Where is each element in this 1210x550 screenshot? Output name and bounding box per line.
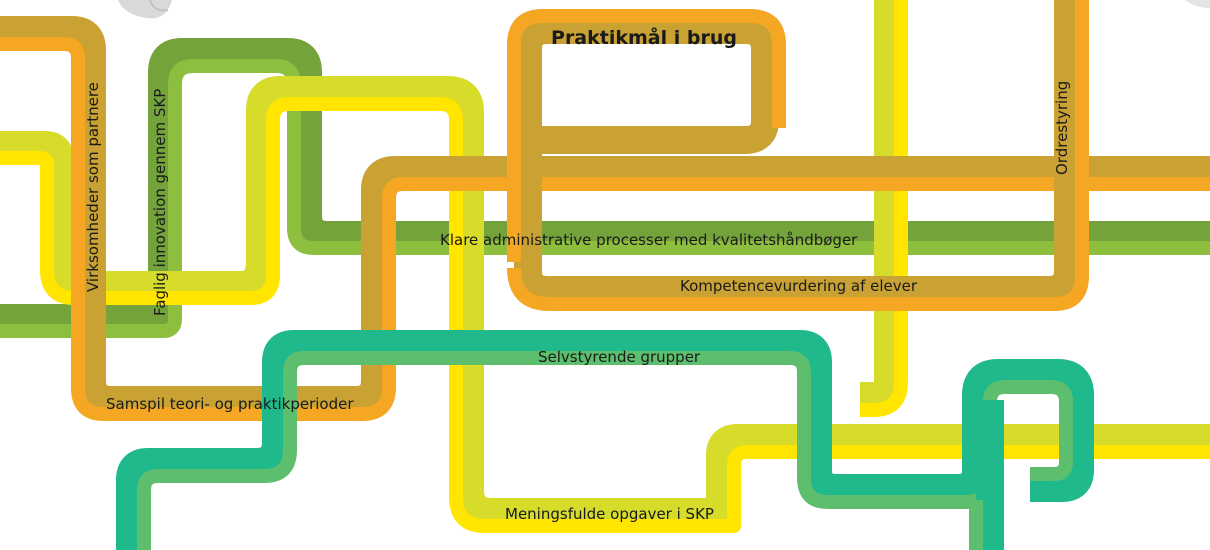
- klare-line: [0, 38, 1210, 338]
- ordrestyring-label: Ordrestyring: [1053, 81, 1071, 175]
- samspil-line: [0, 16, 1210, 421]
- meningsfulde-label: Meningsfulde opgaver i SKP: [505, 505, 714, 523]
- faglig-line: [0, 76, 1210, 533]
- praktikmaal-line: [507, 0, 1089, 311]
- faglig-label: Faglig innovation gennem SKP: [151, 89, 169, 316]
- klare-label: Klare administrative processer med kvali…: [440, 231, 858, 249]
- selvstyrende-label: Selvstyrende grupper: [538, 348, 701, 366]
- samspil-label: Samspil teori- og praktikperioder: [106, 395, 354, 413]
- kompetence-label: Kompetencevurdering af elever: [680, 277, 918, 295]
- corner-figure-icon: [1185, 0, 1210, 8]
- yellow-vertical-line: [860, 0, 908, 417]
- title-label: Praktikmål i brug: [551, 25, 737, 49]
- head-figure-icon: [118, 0, 172, 19]
- virksomheder-label: Virksomheder som partnere: [84, 82, 102, 292]
- selvstyrende-line: [116, 330, 1094, 550]
